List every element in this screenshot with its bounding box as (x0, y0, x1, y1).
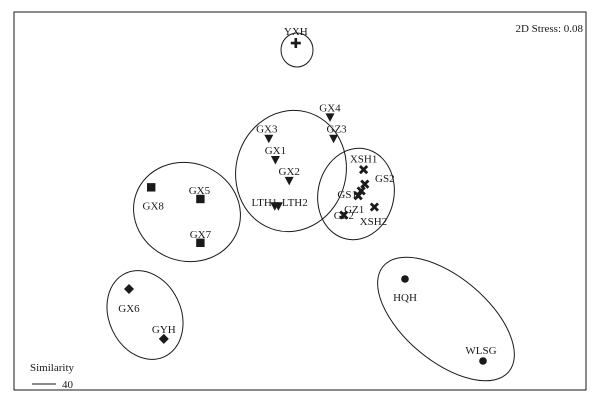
similarity-label: Similarity (30, 362, 75, 374)
point-gz2 (339, 210, 349, 220)
cluster-hqh-wlsg (377, 256, 515, 382)
label-wlsg: WLSG (465, 345, 496, 357)
label-hqh: HQH (393, 292, 417, 304)
point-xsh2 (369, 202, 379, 212)
label-gs2: GS2 (375, 173, 395, 185)
point-gx4 (325, 113, 335, 122)
similarity-clusters (106, 32, 515, 382)
point-lth2 (270, 202, 280, 211)
cluster-gx5-gx7-gx8 (133, 161, 241, 263)
label-lth2: LTH2 (282, 197, 308, 209)
point-wlsg (479, 357, 487, 365)
cluster-gx-lth (235, 109, 347, 233)
stress-label: 2D Stress: 0.08 (515, 23, 583, 35)
label-gz3: GZ3 (327, 124, 348, 136)
point-gx8 (147, 183, 156, 192)
point-yxh (290, 38, 301, 49)
point-gx1 (270, 155, 280, 165)
label-gx4: GX4 (319, 102, 341, 114)
label-gs1: GS1 (337, 189, 357, 201)
label-gx5: GX5 (189, 185, 211, 197)
point-gx6 (124, 284, 134, 295)
label-gx7: GX7 (190, 229, 212, 241)
label-lth1: LTH1 (251, 197, 277, 209)
label-xsh1: XSH1 (350, 154, 378, 166)
plot-border (13, 11, 587, 391)
point-gs2 (360, 179, 370, 189)
label-yxh: YXH (284, 26, 308, 38)
cluster-yxh (280, 32, 314, 68)
label-gz2: GZ2 (334, 210, 354, 222)
point-gx3 (264, 134, 274, 144)
cluster-xsh-gs (317, 147, 395, 241)
point-xsh1 (359, 165, 369, 175)
label-gx1: GX1 (265, 145, 286, 157)
label-gx2: GX2 (279, 166, 300, 178)
similarity-value: 40 (62, 379, 74, 391)
point-hqh (401, 275, 409, 283)
point-gx7 (196, 238, 205, 248)
point-gx5 (196, 194, 205, 204)
label-xsh2: XSH2 (360, 216, 388, 228)
label-gx3: GX3 (256, 124, 278, 136)
label-gx8: GX8 (143, 200, 165, 212)
cluster-gx6-gyh (106, 270, 184, 360)
label-gyh: GYH (152, 324, 176, 336)
point-gz1 (353, 191, 363, 201)
label-gx6: GX6 (118, 303, 140, 315)
scatter-points (124, 38, 487, 365)
point-gyh (158, 333, 169, 344)
point-gz3 (329, 134, 339, 144)
label-gz1: GZ1 (344, 204, 364, 216)
point-gx2 (284, 176, 294, 186)
